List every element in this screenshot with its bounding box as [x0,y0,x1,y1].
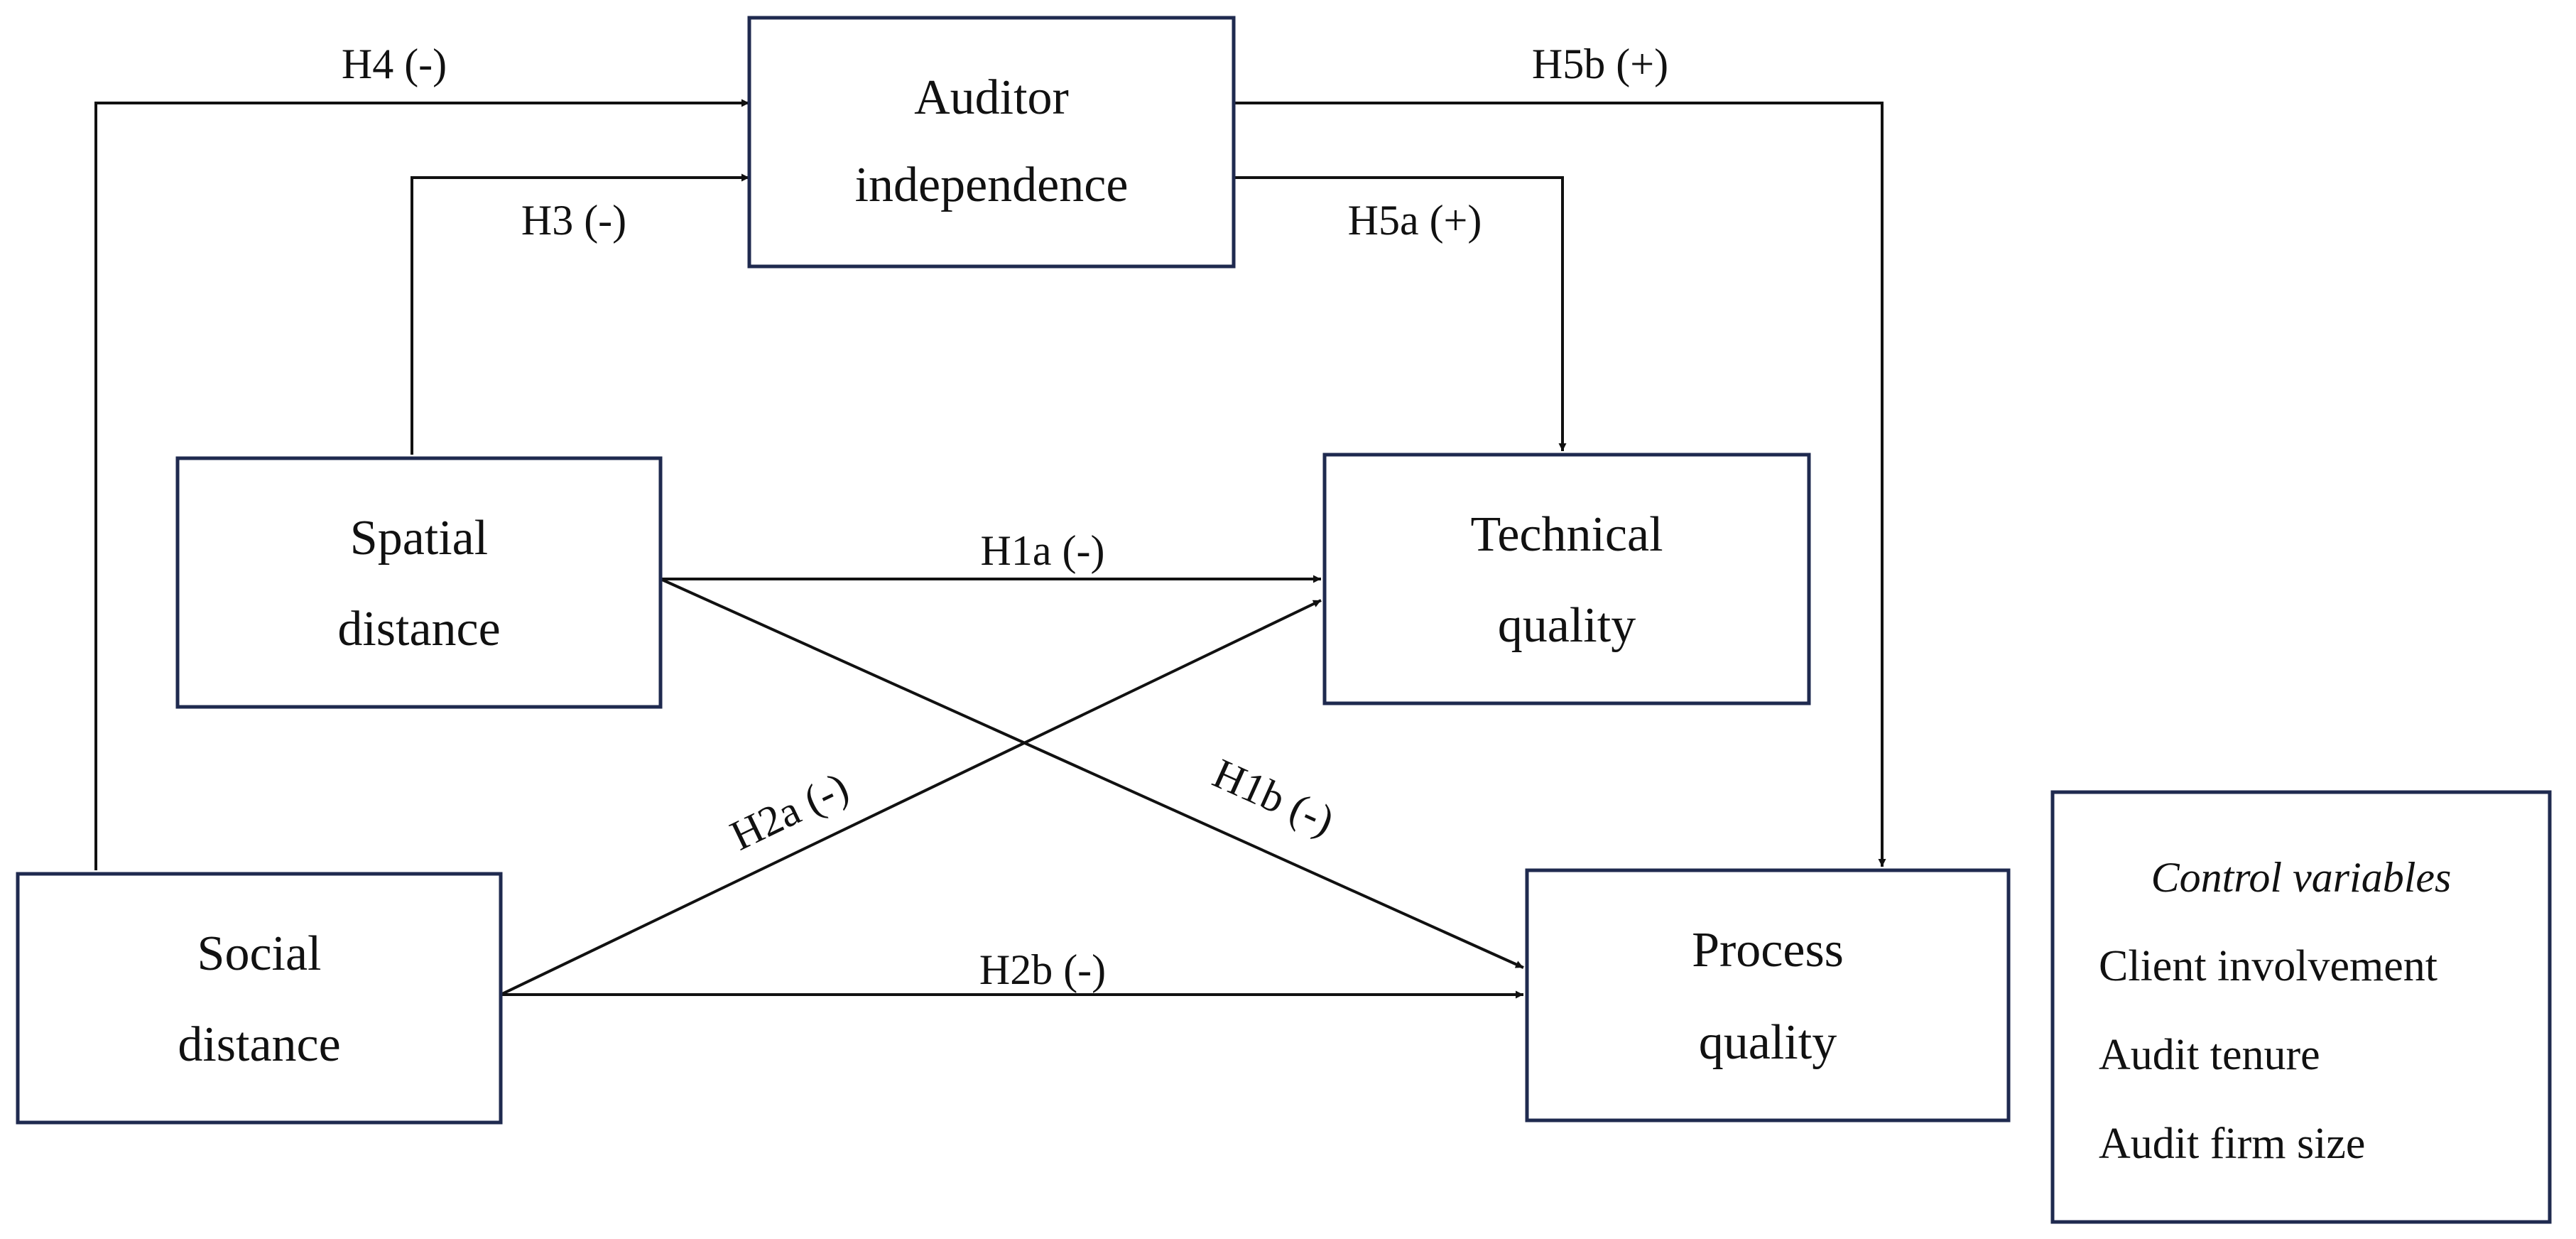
edge-h2a [500,599,1322,996]
edges [94,99,1886,999]
edge-label-h3: H3 (-) [521,197,626,244]
edge-label-h2b: H2b (-) [979,946,1106,993]
edge-h5a [1234,176,1567,451]
node-spatial-distance-line2: distance [337,602,500,656]
node-process-quality: Process quality [1525,868,2011,1122]
edge-label-h1b: H1b (-) [1206,750,1341,844]
control-variables-title: Control variables [2151,854,2452,901]
edge-h3 [411,173,749,455]
node-process-quality-line1: Process [1692,923,1844,978]
node-auditor-independence-line2: independence [855,158,1129,212]
node-spatial-distance-line1: Spatial [350,511,488,566]
node-spatial-distance: Spatial distance [175,456,663,709]
control-variable-item: Audit firm size [2099,1120,2365,1168]
control-variables-box: Control variables Client involvement Aud… [2050,790,2552,1224]
edge-h1b [660,578,1524,969]
edge-label-h5a: H5a (+) [1348,197,1482,244]
edge-label-h2a: H2a (-) [723,763,855,859]
node-social-distance: Social distance [16,872,503,1125]
node-social-distance-line2: distance [178,1017,340,1072]
edge-label-h5b: H5b (+) [1532,40,1668,87]
edge-label-h4: H4 (-) [342,40,447,87]
node-auditor-independence-line1: Auditor [914,70,1069,125]
edge-h4 [94,99,749,870]
node-technical-quality: Technical quality [1322,453,1811,705]
node-process-quality-line2: quality [1699,1015,1837,1070]
edge-label-h1a: H1a (-) [981,527,1105,574]
node-technical-quality-line2: quality [1498,598,1636,653]
control-variable-item: Client involvement [2099,942,2438,990]
node-technical-quality-line1: Technical [1470,507,1663,562]
control-variable-item: Audit tenure [2099,1031,2320,1079]
node-social-distance-line1: Social [197,926,322,981]
edge-h5b [1234,102,1886,867]
node-auditor-independence: Auditor independence [747,16,1236,269]
